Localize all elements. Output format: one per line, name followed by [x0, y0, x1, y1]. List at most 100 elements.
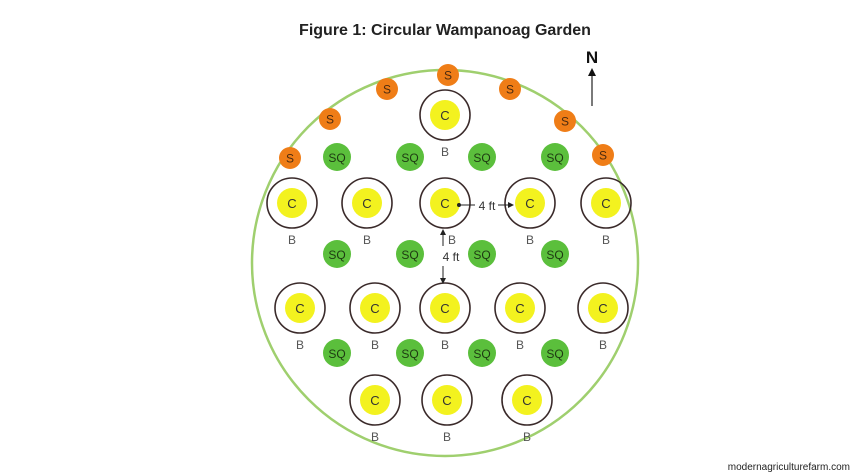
bean-label: B — [602, 233, 610, 247]
bean-ring — [494, 282, 546, 334]
squash-label: SQ — [401, 151, 418, 165]
corn-label: C — [601, 196, 610, 211]
squash-label: SQ — [546, 151, 563, 165]
squash-plant: SQ — [323, 339, 351, 367]
corn-bean-mound: CB — [266, 177, 318, 247]
corn-plant — [285, 293, 315, 323]
corn-bean-mound: CB — [494, 282, 546, 352]
squash-label: SQ — [546, 248, 563, 262]
bean-ring — [349, 282, 401, 334]
bean-label: B — [443, 430, 451, 444]
squash-label: SQ — [401, 248, 418, 262]
corn-label: C — [370, 301, 379, 316]
squash-plant: SQ — [468, 240, 496, 268]
sunflower-label: S — [506, 83, 514, 97]
corn-label: C — [287, 196, 296, 211]
corn-plant — [588, 293, 618, 323]
corn-bean-mound: CB — [349, 374, 401, 444]
sunflower-label: S — [326, 113, 334, 127]
bean-label: B — [363, 233, 371, 247]
corn-label: C — [370, 393, 379, 408]
corn-bean-mound: CB — [349, 282, 401, 352]
vertical-spacing-indicator: 4 ft — [440, 229, 460, 284]
bean-label: B — [441, 145, 449, 159]
bean-ring — [349, 374, 401, 426]
bean-ring — [504, 177, 556, 229]
corn-label: C — [522, 393, 531, 408]
sunflower-label: S — [561, 115, 569, 129]
bean-label: B — [371, 338, 379, 352]
bean-ring — [501, 374, 553, 426]
horizontal-spacing-indicator: 4 ft — [457, 199, 514, 213]
sunflower-label: S — [286, 152, 294, 166]
corn-bean-mound: CB — [421, 374, 473, 444]
corn-bean-mound: CB — [580, 177, 632, 247]
corn-plant — [360, 293, 390, 323]
bean-ring — [274, 282, 326, 334]
corn-bean-mound: CB — [504, 177, 556, 247]
bean-ring — [421, 374, 473, 426]
squash-label: SQ — [401, 347, 418, 361]
corn-label: C — [598, 301, 607, 316]
corn-label: C — [362, 196, 371, 211]
vertical-spacing-label: 4 ft — [443, 250, 460, 264]
squash-plant: SQ — [396, 143, 424, 171]
corn-label: C — [295, 301, 304, 316]
corn-plant — [515, 188, 545, 218]
corn-bean-mound: CB — [341, 177, 393, 247]
sunflower-plant: S — [319, 108, 341, 130]
corn-bean-mound: CB — [419, 177, 471, 247]
squash-plant: SQ — [396, 339, 424, 367]
squash-plant: SQ — [541, 143, 569, 171]
corn-bean-mound: CB — [501, 374, 553, 444]
bean-label: B — [448, 233, 456, 247]
squash-plant: SQ — [323, 240, 351, 268]
corn-bean-mound: CB — [274, 282, 326, 352]
corn-label: C — [440, 196, 449, 211]
bean-label: B — [296, 338, 304, 352]
squash-label: SQ — [328, 151, 345, 165]
squash-plant: SQ — [468, 143, 496, 171]
squash-plant: SQ — [541, 339, 569, 367]
corn-plant — [430, 293, 460, 323]
watermark: modernagriculturefarm.com — [727, 462, 850, 473]
corn-plant — [591, 188, 621, 218]
bean-label: B — [526, 233, 534, 247]
squash-plant: SQ — [541, 240, 569, 268]
squash-label: SQ — [473, 248, 490, 262]
bean-label: B — [516, 338, 524, 352]
horizontal-spacing-label: 4 ft — [479, 199, 496, 213]
corn-plant — [360, 385, 390, 415]
corn-plant — [430, 100, 460, 130]
sunflower-label: S — [599, 149, 607, 163]
squash-plant: SQ — [323, 143, 351, 171]
corn-label: C — [440, 301, 449, 316]
bean-ring — [577, 282, 629, 334]
bean-ring — [580, 177, 632, 229]
bean-ring — [266, 177, 318, 229]
corn-bean-mound: CB — [577, 282, 629, 352]
sunflower-plant: S — [437, 64, 459, 86]
squash-label: SQ — [473, 347, 490, 361]
corn-label: C — [515, 301, 524, 316]
corn-bean-mound: CB — [419, 282, 471, 352]
squash-label: SQ — [328, 347, 345, 361]
sunflower-plant: S — [279, 147, 301, 169]
corn-bean-mound: CB — [419, 89, 471, 159]
squash-label: SQ — [328, 248, 345, 262]
squash-plant: SQ — [396, 240, 424, 268]
sunflower-label: S — [383, 83, 391, 97]
corn-plant — [430, 188, 460, 218]
corn-label: C — [442, 393, 451, 408]
north-indicator: N — [586, 48, 598, 106]
bean-label: B — [599, 338, 607, 352]
bean-ring — [419, 89, 471, 141]
sunflower-plant: S — [592, 144, 614, 166]
bean-ring — [419, 282, 471, 334]
bean-ring — [341, 177, 393, 229]
bean-label: B — [371, 430, 379, 444]
bean-ring — [419, 177, 471, 229]
bean-label: B — [288, 233, 296, 247]
bean-label: B — [523, 430, 531, 444]
